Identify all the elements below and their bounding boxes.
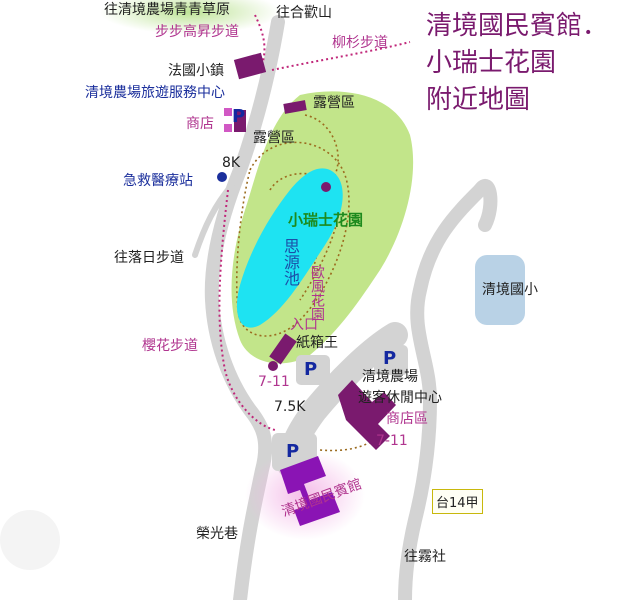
label-qingjing-elementary: 清境國小 xyxy=(482,282,538,298)
label-french-town: 法國小鎮 xyxy=(168,63,224,79)
title-line-1: 清境國民賓館． xyxy=(426,11,609,41)
route-sign-tai14jia: 台14甲 xyxy=(432,489,483,514)
label-siyuan-pond: 思源池 xyxy=(281,238,300,286)
title-line-3: 附近地圖 xyxy=(426,85,531,115)
label-camping-area-2: 露營區 xyxy=(253,130,295,146)
liushan-trail-path xyxy=(271,41,411,71)
label-8k: 8K xyxy=(222,155,241,171)
parking-lot-visitor xyxy=(374,345,408,375)
first-aid-marker xyxy=(217,172,227,182)
label-entrance: 入口 xyxy=(290,317,318,333)
label-camping-area-1: 露營區 xyxy=(313,95,355,111)
parking-icon-service: P xyxy=(232,106,246,127)
label-farm-visitor-center-1: 清境農場 xyxy=(362,369,418,385)
service-center-building xyxy=(234,110,246,132)
shop-square-2 xyxy=(224,124,232,132)
shop-square-1 xyxy=(224,108,232,116)
label-shopping-area: 商店區 xyxy=(386,411,428,427)
parking-icon-visitor: P xyxy=(383,348,397,369)
label-7-5k: 7.5K xyxy=(274,399,306,415)
parking-icon-hostel: P xyxy=(286,441,300,462)
top-green-glow xyxy=(100,0,280,34)
wushe-road-upper xyxy=(473,179,498,232)
hostel-trail xyxy=(319,439,376,452)
pond-trail-inner xyxy=(269,172,340,301)
parking-icon-center: P xyxy=(304,359,318,380)
label-to-sunset-trail: 往落日步道 xyxy=(114,250,184,266)
label-cherry-trail: 櫻花步道 xyxy=(142,338,198,354)
cherry-trail-path xyxy=(218,189,276,431)
elementary-school-block xyxy=(475,255,525,325)
label-first-aid: 急救醫療站 xyxy=(123,173,193,189)
map-title: 清境國民賓館． 小瑞士花園 附近地圖 xyxy=(426,8,608,119)
pond-trail-loop xyxy=(235,141,350,337)
label-paper-box-king: 紙箱王 xyxy=(296,335,338,351)
label-to-hehuanshan: 往合歡山 xyxy=(276,5,332,21)
siyuan-pond xyxy=(236,168,343,328)
label-swiss-garden: 小瑞士花園 xyxy=(288,211,364,229)
label-to-qingjing-farm: 往清境農場青青草原 xyxy=(104,2,230,18)
swiss-garden-marker xyxy=(321,182,331,192)
label-seven-eleven-1: 7-11 xyxy=(258,374,290,390)
label-european-garden: 歐風花園 xyxy=(309,265,325,321)
camping-building xyxy=(283,100,307,114)
parking-lot-center xyxy=(296,355,330,385)
label-shop: 商店 xyxy=(186,116,214,132)
label-to-wushe: 往霧社 xyxy=(404,549,446,565)
label-rongguang-lane: 榮光巷 xyxy=(196,526,238,542)
label-liushan-trail: 柳杉步道 xyxy=(332,35,388,51)
bubu-trail-path xyxy=(254,14,266,66)
seven-eleven-marker xyxy=(268,361,278,371)
wushe-road xyxy=(398,183,487,600)
label-seven-eleven-2: 7-11 xyxy=(376,433,408,449)
french-town-building xyxy=(233,52,267,80)
hostel-building xyxy=(280,456,340,526)
bottom-left-smudge xyxy=(0,510,60,570)
label-farm-visitor-center-2: 遊客休閒中心 xyxy=(358,390,442,406)
paper-box-king-building xyxy=(269,333,297,365)
visitor-center-building xyxy=(338,380,396,450)
label-farm-service-center: 清境農場旅遊服務中心 xyxy=(85,85,225,101)
title-line-2: 小瑞士花園 xyxy=(426,48,557,78)
label-bubu-trail: 步步高昇步道 xyxy=(155,24,239,40)
